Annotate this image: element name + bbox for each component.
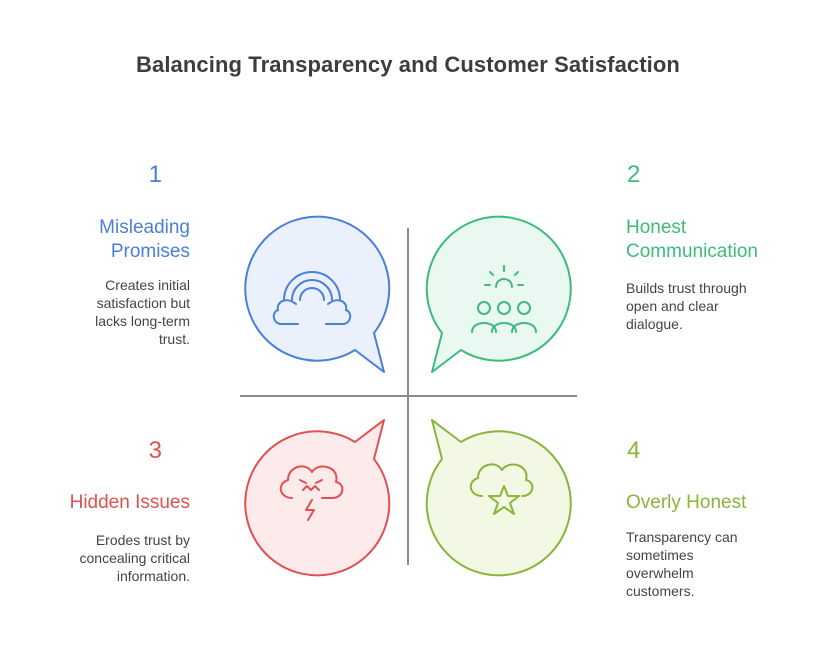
quadrant-1-bubble [244, 215, 391, 373]
quadrant-2-bubble [425, 215, 572, 373]
quadrant-4-heading: Overly Honest [626, 491, 806, 515]
quadrant-1-heading-line: Promises [110, 241, 190, 262]
quadrant-1-description-line: lacks long-term [95, 313, 190, 329]
quadrant-3-heading: Hidden Issues [30, 491, 190, 515]
quadrant-2-number: 2 [627, 161, 641, 188]
quadrant-1-number: 1 [148, 161, 162, 188]
quadrant-1-description: Creates initial satisfaction but lacks l… [40, 276, 190, 348]
angry-storm-cloud-icon [279, 465, 344, 521]
quadrant-4-bubble [425, 419, 572, 577]
quadrant-3-description-line: concealing critical [79, 550, 191, 566]
quadrant-2-heading: Honest Communication [626, 216, 806, 264]
quadrant-4-number: 4 [627, 437, 641, 464]
quadrant-4-description-line: sometimes [626, 547, 694, 563]
quadrant-4-heading-line: Overly Honest [626, 492, 747, 513]
quadrant-4-description-line: overwhelm [626, 565, 694, 581]
quadrant-3-bubble [244, 419, 391, 577]
quadrant-1-description-line: satisfaction but [96, 295, 190, 311]
quadrant-2-description: Builds trust through open and clear dial… [626, 279, 806, 333]
quadrant-2-description-line: open and clear [626, 298, 719, 314]
quadrant-3-description: Erodes trust by concealing critical info… [30, 531, 191, 585]
quadrant-3-number: 3 [148, 437, 162, 464]
quadrant-1-description-line: Creates initial [105, 277, 190, 293]
quadrant-1-heading-line: Misleading [99, 217, 190, 238]
rainbow-cloud-icon [272, 271, 352, 325]
quadrant-4-description: Transparency can sometimes overwhelm cus… [626, 528, 806, 600]
page-title: Balancing Transparency and Customer Sati… [136, 52, 680, 77]
quadrant-3-description-line: Erodes trust by [95, 532, 190, 548]
quadrant-2-heading-line: Communication [626, 241, 758, 262]
quadrant-2-heading-line: Honest [626, 217, 687, 238]
quadrant-1-description-line: trust. [158, 331, 190, 347]
star-cloud-icon [469, 463, 534, 515]
quadrant-1-heading: Misleading Promises [40, 216, 190, 264]
quadrant-3-heading-line: Hidden Issues [69, 492, 190, 513]
quadrant-2-description-line: Builds trust through [626, 280, 747, 296]
quadrant-4-description-line: customers. [626, 583, 695, 599]
quadrant-4-description-line: Transparency can [626, 529, 738, 545]
quadrant-3-description-line: information. [116, 568, 190, 584]
group-idea-icon [471, 265, 537, 333]
quadrant-2-description-line: dialogue. [626, 316, 683, 332]
